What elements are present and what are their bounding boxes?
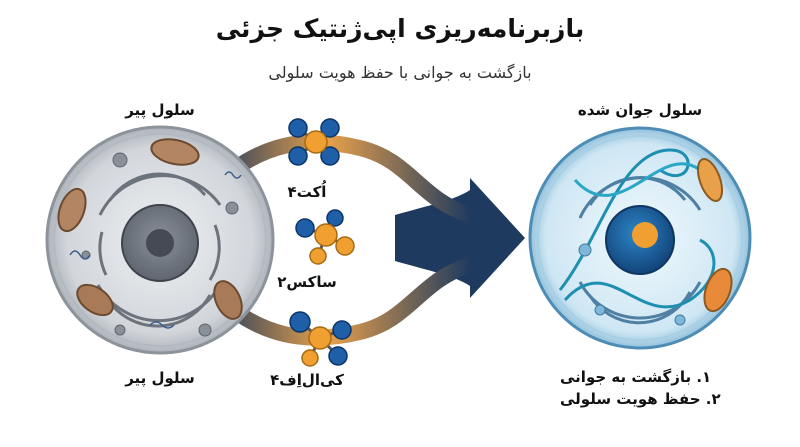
page-title: بازبرنامه‌ریزی اپی‌ژنتیک جزئی — [215, 14, 585, 43]
young-mitochondria — [696, 158, 733, 313]
old-cell — [45, 125, 275, 355]
old-cell-label-bottom: سلول پیر — [125, 369, 195, 387]
top-curve — [202, 134, 478, 223]
molecule-sox2 — [295, 209, 355, 265]
factor-label-oct4: اُکت۴ — [287, 183, 327, 201]
factor-label-sox2: ساکس۲ — [277, 273, 337, 291]
molecule-oct4 — [288, 118, 340, 166]
young-cell — [528, 126, 752, 350]
outcome-list: ۱. بازگشت به جوانی ۲. حفظ هویت سلولی — [560, 366, 775, 410]
molecule-klf4 — [289, 311, 352, 367]
outcome-item: ۲. حفظ هویت سلولی — [560, 390, 721, 408]
bottom-curve — [202, 257, 478, 346]
young-cell-label: سلول جوان شده — [577, 101, 703, 119]
outcome-item: ۱. بازگشت به جوانی — [560, 368, 712, 386]
old-mitochondria — [57, 138, 243, 320]
factor-label-klf4: کی‌ال‌اِف۴ — [270, 371, 344, 389]
old-cell-label-top: سلول پیر — [125, 101, 195, 119]
page-subtitle: بازگشت به جوانی با حفظ هویت سلولی — [268, 63, 532, 82]
dna-helix — [558, 148, 716, 309]
